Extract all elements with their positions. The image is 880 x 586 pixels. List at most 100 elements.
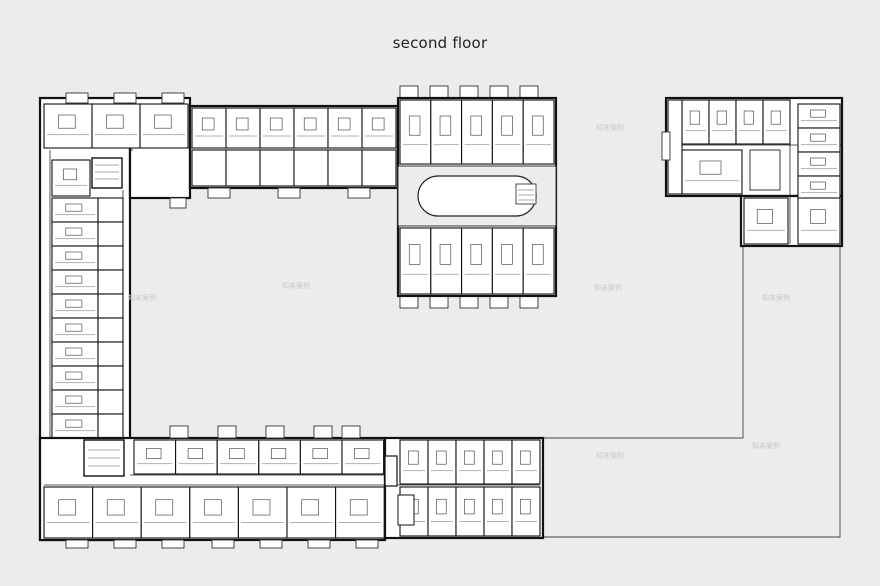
apartment-unit — [461, 227, 493, 295]
apartment-unit — [97, 341, 124, 367]
apartment-unit — [51, 317, 99, 343]
apartment-unit — [430, 227, 463, 295]
apartment-unit — [97, 293, 124, 319]
apartment-unit — [225, 107, 261, 149]
balcony — [161, 92, 185, 104]
bed-fixture — [716, 110, 727, 125]
apartment-unit — [797, 103, 841, 129]
apartment-unit — [51, 389, 99, 415]
apartment-unit — [361, 107, 397, 149]
apartment-unit — [399, 227, 432, 295]
bed-fixture — [106, 114, 124, 129]
apartment-unit — [797, 197, 841, 245]
apartment-unit — [189, 486, 239, 539]
apartment-unit — [133, 439, 177, 475]
apartment-unit — [51, 413, 99, 439]
apartment-unit — [681, 149, 743, 195]
bed-fixture — [187, 448, 203, 459]
bed-fixture — [65, 275, 83, 284]
apartment-unit — [43, 486, 94, 539]
north-balconies — [65, 85, 539, 309]
bed-fixture — [65, 203, 83, 212]
balcony — [65, 92, 89, 104]
apartment-unit — [191, 149, 227, 187]
bed-fixture — [65, 323, 83, 332]
balcony — [429, 295, 449, 309]
bed-fixture — [58, 499, 76, 516]
apartment-unit — [140, 486, 191, 539]
apartment-unit — [797, 127, 841, 153]
apartment-unit — [427, 486, 457, 537]
bed-fixture — [146, 448, 162, 459]
watermark: 知末案例 — [596, 123, 624, 132]
balcony — [459, 85, 479, 99]
bed-fixture — [436, 450, 447, 465]
apartment-unit — [97, 317, 124, 343]
bed-fixture — [65, 299, 83, 308]
bed-fixture — [439, 115, 452, 136]
watermark: 知末案例 — [762, 293, 790, 302]
bed-fixture — [106, 499, 125, 516]
apartment-unit — [97, 389, 124, 415]
balcony — [169, 197, 187, 209]
balcony — [489, 85, 509, 99]
apartment-unit — [427, 439, 457, 485]
bed-fixture — [65, 227, 83, 236]
bed-fixture — [269, 117, 283, 131]
bed-fixture — [492, 450, 503, 465]
apartment-unit — [522, 227, 555, 295]
apartment-unit — [92, 486, 142, 539]
roof-terrace — [542, 245, 841, 538]
bed-fixture — [464, 498, 475, 515]
apartment-unit — [735, 99, 764, 145]
apartment-unit — [797, 175, 841, 201]
balcony — [217, 425, 237, 439]
apartment-unit — [216, 439, 260, 475]
apartment-unit — [51, 159, 91, 197]
bed-fixture — [354, 448, 370, 459]
apartment-unit — [461, 99, 493, 165]
bed-fixture — [303, 117, 317, 131]
apartment-unit — [51, 221, 99, 247]
apartment-unit — [327, 149, 363, 187]
balcony — [313, 425, 333, 439]
apartment-unit — [51, 341, 99, 367]
stair-core-se — [384, 455, 415, 526]
apartment-unit — [681, 99, 710, 145]
bed-fixture — [337, 117, 351, 131]
balcony — [661, 131, 671, 161]
apartment-unit — [51, 269, 99, 295]
apartment-unit — [43, 103, 93, 149]
apartment-unit — [91, 103, 141, 149]
south-wing-units — [43, 439, 541, 539]
apartment-unit — [511, 486, 541, 537]
bed-fixture — [408, 115, 421, 136]
bed-fixture — [252, 499, 271, 516]
balcony — [113, 539, 137, 549]
apartment-unit — [327, 107, 363, 149]
balcony — [113, 92, 137, 104]
apartment-unit — [361, 149, 397, 187]
bed-fixture — [810, 157, 826, 166]
watermark: 知末案例 — [596, 451, 624, 460]
apartment-unit — [97, 269, 124, 295]
bed-fixture — [270, 448, 287, 459]
bed-fixture — [699, 160, 722, 175]
bed-fixture — [810, 209, 826, 224]
bed-fixture — [743, 110, 754, 125]
balcony — [399, 295, 419, 309]
stair-core-nw — [91, 157, 123, 189]
floor-plan-title: second floor — [392, 34, 488, 52]
bed-fixture — [408, 450, 419, 465]
central-block-units — [399, 99, 555, 295]
apartment-unit — [51, 365, 99, 391]
bed-fixture — [65, 347, 83, 356]
apartment-unit — [258, 439, 301, 475]
balcony — [207, 187, 231, 199]
apartment-unit — [51, 197, 99, 223]
bed-fixture — [235, 117, 249, 131]
apartment-unit — [743, 197, 789, 245]
apartment-unit — [237, 486, 288, 539]
bed-fixture — [201, 117, 215, 131]
